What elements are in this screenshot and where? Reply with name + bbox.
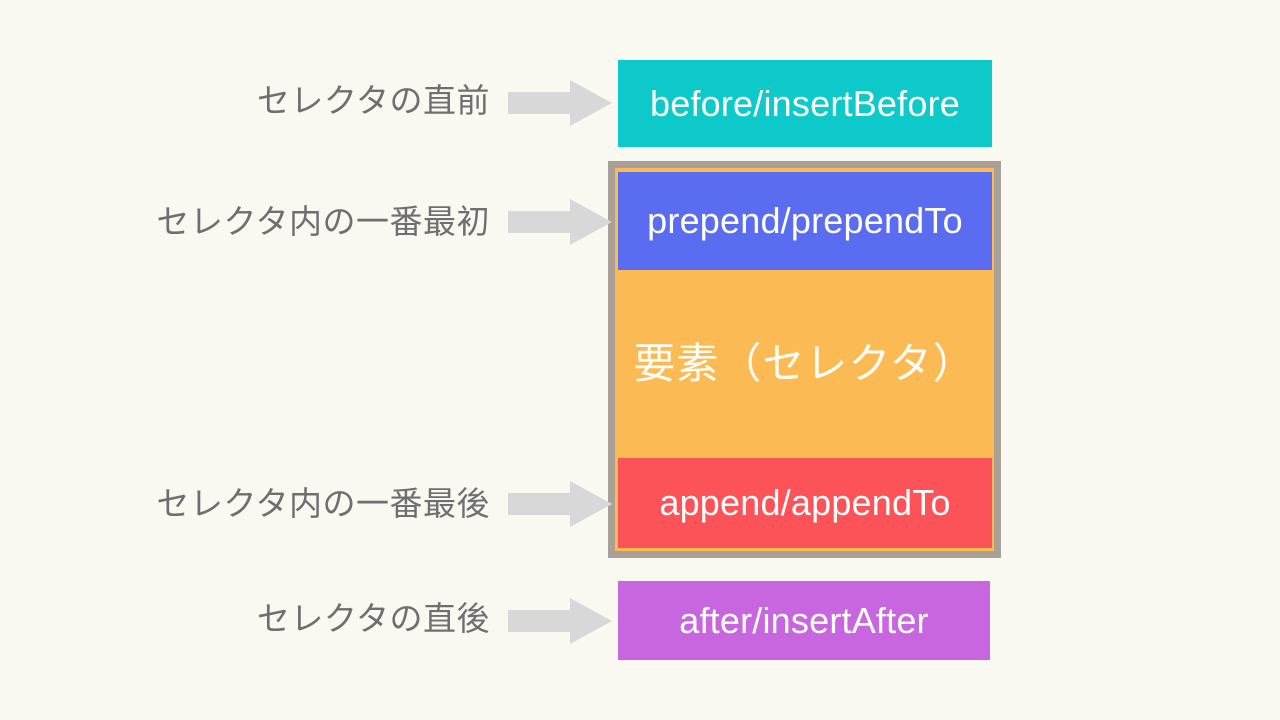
right-arrow-icon-before [508, 80, 612, 126]
selector-center-label: 要素（セレクタ） [633, 339, 976, 388]
label-prepend: セレクタ内の一番最初 [156, 202, 490, 241]
right-arrow-icon-after [508, 598, 612, 644]
method-box-prepend[interactable]: prepend/prependTo [618, 172, 992, 270]
method-box-append[interactable]: append/appendTo [618, 458, 992, 548]
label-append: セレクタ内の一番最後 [156, 484, 490, 523]
right-arrow-icon-append [508, 481, 612, 527]
label-after: セレクタの直後 [256, 599, 490, 638]
right-arrow-icon-prepend [508, 199, 612, 245]
label-before: セレクタの直前 [256, 81, 490, 120]
selector-element-container: prepend/prependTo 要素（セレクタ） append/append… [608, 161, 1001, 558]
method-box-after[interactable]: after/insertAfter [618, 581, 990, 660]
method-box-before[interactable]: before/insertBefore [618, 60, 992, 147]
